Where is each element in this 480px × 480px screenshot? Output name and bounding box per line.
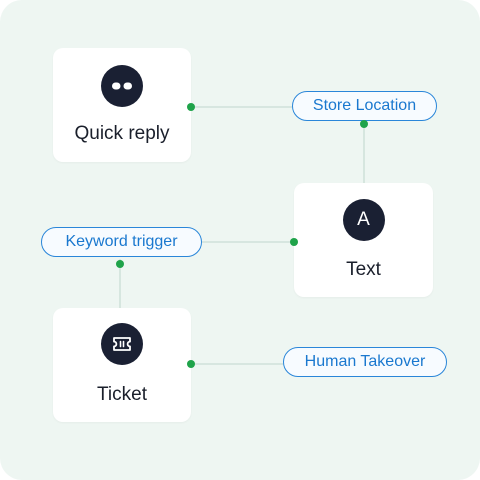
text-label: Text (346, 259, 381, 280)
ticket-icon (101, 323, 143, 365)
ticket-label: Ticket (97, 384, 147, 405)
ticket-node[interactable]: Ticket (53, 308, 191, 422)
text-node[interactable]: A Text (294, 183, 433, 297)
text-icon-letter: A (357, 209, 370, 230)
connection-dot[interactable] (360, 120, 368, 128)
quick-reply-icon (101, 65, 143, 107)
connection-dot[interactable] (290, 238, 298, 246)
text-icon: A (342, 199, 385, 241)
store-location-tag[interactable]: Store Location (292, 91, 437, 121)
keyword-trigger-tag[interactable]: Keyword trigger (41, 227, 202, 257)
quick-reply-label: Quick reply (74, 123, 170, 144)
connection-dot[interactable] (187, 103, 195, 111)
connection-dot[interactable] (116, 260, 124, 268)
quick-reply-node[interactable]: Quick reply (53, 48, 191, 162)
connection-dot[interactable] (187, 360, 195, 368)
human-takeover-tag[interactable]: Human Takeover (283, 347, 447, 377)
